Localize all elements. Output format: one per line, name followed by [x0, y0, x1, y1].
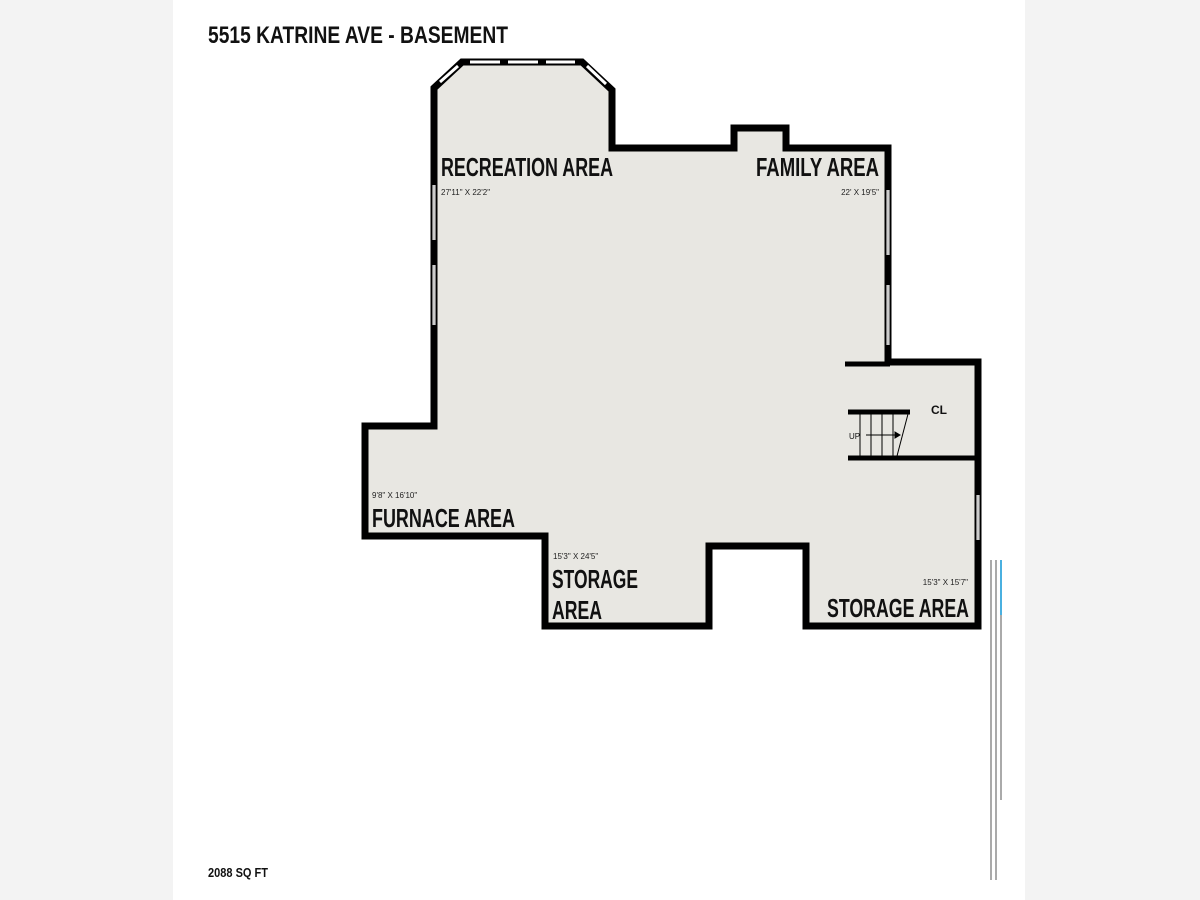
room-name-recreation: RECREATION AREA — [441, 152, 613, 182]
room-name-storage-1-line1: STORAGE — [552, 564, 638, 594]
plan-title: 5515 KATRINE AVE - BASEMENT — [208, 22, 508, 49]
room-dim-storage-2: 15'3" X 15'7" — [923, 578, 968, 587]
stairs-label: UP — [849, 432, 860, 441]
basement-floor — [361, 58, 982, 630]
room-dim-furnace: 9'8" X 16'10" — [372, 491, 417, 500]
room-dim-storage-1: 15'3" X 24'5" — [553, 552, 598, 561]
room-name-furnace: FURNACE AREA — [372, 503, 515, 533]
room-name-storage-2: STORAGE AREA — [827, 593, 969, 623]
disclaimer-text-lines — [990, 560, 1002, 880]
room-dim-recreation: 27'11" X 22'2" — [441, 188, 490, 197]
room-name-family: FAMILY AREA — [756, 152, 879, 182]
total-area: 2088 SQ FT — [208, 865, 268, 880]
room-dim-family: 22' X 19'5" — [841, 188, 879, 197]
stairs — [859, 413, 909, 457]
window-frames — [433, 185, 979, 540]
room-name-storage-1-line2: AREA — [552, 595, 602, 625]
interior-walls — [845, 361, 978, 461]
closet-label: CL — [931, 403, 947, 417]
